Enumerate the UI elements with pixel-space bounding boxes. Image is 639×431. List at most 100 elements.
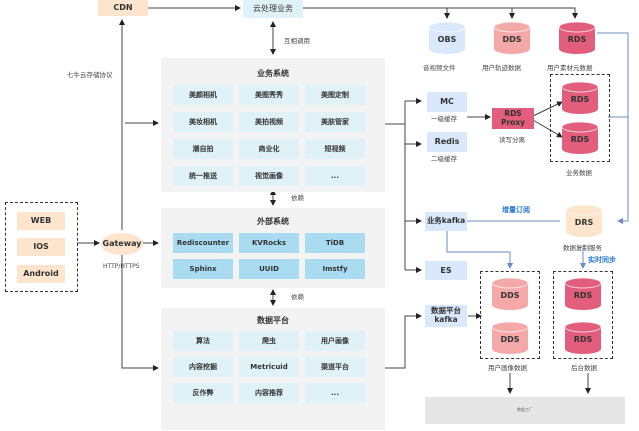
drs-caption: 数据复制服务 [563,244,602,252]
biz-item[interactable]: 商业化 [239,139,299,159]
storage-caption: 用户素材元数据 [547,64,593,72]
external-system-title: 外部系统 [257,217,289,226]
es-label: ES [440,265,452,275]
ext-item[interactable]: Imstfy [305,259,365,279]
backend-data-group [553,271,613,359]
client-web-label: WEB [30,216,52,226]
realtime-sync-label: 实时同步 [588,256,616,264]
dp-item[interactable]: 算法 [173,331,233,351]
profile-dds-cylinder[interactable] [490,320,530,356]
business-system-panel: 业务系统 美颜相机美图秀秀美图定制美妆相机美拍视频美肤管家潮自拍商业化短视频统一… [161,58,385,192]
dp-item[interactable]: Metricuid [239,357,299,377]
proxy-caption: 读写分离 [499,136,525,144]
backend-rds-cylinder[interactable] [563,276,603,312]
cloud-service-box[interactable]: 云处理业务 [243,0,303,18]
redis-label: Redis [434,137,460,147]
biz-item[interactable]: 视觉画像 [239,166,299,186]
mutual-call-label: 互相调用 [284,37,310,45]
storage-dds-cylinder[interactable] [492,20,532,56]
cdn-box[interactable]: CDN [98,0,148,16]
dp-item[interactable]: 用户画像 [305,331,365,351]
backend-rds-cylinder[interactable] [563,320,603,356]
dp-item[interactable]: 内容推荐 [239,383,299,403]
profile-dds-cylinder[interactable] [490,276,530,312]
storage-rds-cylinder[interactable] [557,20,597,56]
drs-cylinder[interactable] [564,203,604,239]
data-platform-title: 数据平台 [257,316,289,325]
business-rds-cylinder[interactable] [560,80,600,116]
gateway-to-data-platform-arrow [121,254,159,371]
ext-item[interactable]: KVRocks [239,233,299,253]
biz-item[interactable]: 美肤管家 [305,112,365,132]
gateway-label: Gateway [102,239,142,249]
business-rds-cylinder[interactable] [560,120,600,156]
business-rds-cylinder-label: RDS [570,135,590,144]
business-kafka-box[interactable]: 业务kafka [425,212,467,231]
backend-rds-cylinder-label: RDS [573,335,593,344]
dp-item[interactable]: 爬虫 [239,331,299,351]
depends-label-1: 依赖 [291,194,304,202]
business-kafka-label: 业务kafka [426,216,466,226]
rds-proxy-label-1: RDS [504,108,522,118]
proxy-to-rds1-arrow [532,101,563,117]
rds-to-drs-sync-line [597,32,629,224]
client-android[interactable]: Android [17,265,65,283]
gateway-protocol-label: HTTP/HTTPS [103,263,140,270]
storage-dds-cylinder-label: DDS [502,35,522,44]
storage-rds-cylinder-label: RDS [567,35,587,44]
client-web[interactable]: WEB [17,212,65,230]
business-rds-cylinder-label: RDS [570,95,590,104]
client-android-label: Android [23,269,59,279]
mc-box[interactable]: MC [427,92,467,112]
cloud-to-rds-line [303,7,578,19]
data-kafka-label-2: kafka [434,315,458,324]
biz-item[interactable]: 美图定制 [305,85,365,105]
user-profile-data-group [480,271,540,359]
biz-item[interactable]: 统一推送 [173,166,233,186]
business-system-title: 业务系统 [257,69,289,78]
biz-item[interactable]: ... [305,166,365,186]
external-system-panel: 外部系统 Rediscounter KVRocks TiDB Sphinx UUID Im… [161,208,385,288]
data-factory-label: 数据工厂 [517,407,533,413]
client-ios[interactable]: IOS [17,238,65,256]
client-ios-label: IOS [33,242,49,252]
rds-proxy-box[interactable]: RDS Proxy [492,108,534,129]
depends-label-2: 依赖 [291,293,304,301]
data-platform-panel: 数据平台 算法爬虫用户画像内容挖掘 Metricuid 渠道平台反作弊内容推荐... [161,308,385,430]
user-profile-data-caption: 用户画像数据 [488,364,527,372]
kafka-to-profile-arrow [446,231,513,269]
dp-item[interactable]: ... [305,383,365,403]
data-kafka-box[interactable]: 数据平台 kafka [425,305,467,327]
storage-obs-cylinder[interactable] [427,20,467,56]
clients-group [5,202,78,292]
cdn-label: CDN [113,3,133,13]
redis-caption: 二级缓存 [431,155,457,163]
data-kafka-label-1: 数据平台 [431,306,461,316]
biz-item[interactable]: 美图秀秀 [239,85,299,105]
biz-item[interactable]: 美妆相机 [173,112,233,132]
dp-item[interactable]: 渠道平台 [305,357,365,377]
biz-item[interactable]: 美颜相机 [173,85,233,105]
ext-item[interactable]: UUID [239,259,299,279]
biz-item[interactable]: 短视频 [305,139,365,159]
ext-item[interactable]: Rediscounter [173,233,233,253]
gateway-node[interactable]: Gateway [101,233,143,255]
ext-item[interactable]: TiDB [305,233,365,253]
redis-box[interactable]: Redis [427,132,467,152]
es-box[interactable]: ES [425,261,467,280]
dp-item[interactable]: 内容挖掘 [173,357,233,377]
biz-item[interactable]: 潮自拍 [173,139,233,159]
profile-dds-cylinder-label: DDS [500,335,520,344]
ext-item[interactable]: Sphinx [173,259,233,279]
data-factory-box[interactable]: 数据工厂 [425,397,625,424]
dp-item[interactable]: 反作弊 [173,383,233,403]
storage-caption: 音视频文件 [423,64,456,72]
backend-rds-cylinder-label: RDS [573,291,593,300]
biz-item[interactable]: 美拍视频 [239,112,299,132]
drs-cylinder-label: DRS [574,218,594,227]
incremental-sub-label: 增量订阅 [502,206,530,214]
proxy-to-rds2-arrow [532,119,563,138]
business-data-caption: 业务数据 [566,169,592,177]
backend-data-caption: 后台数据 [571,364,597,372]
